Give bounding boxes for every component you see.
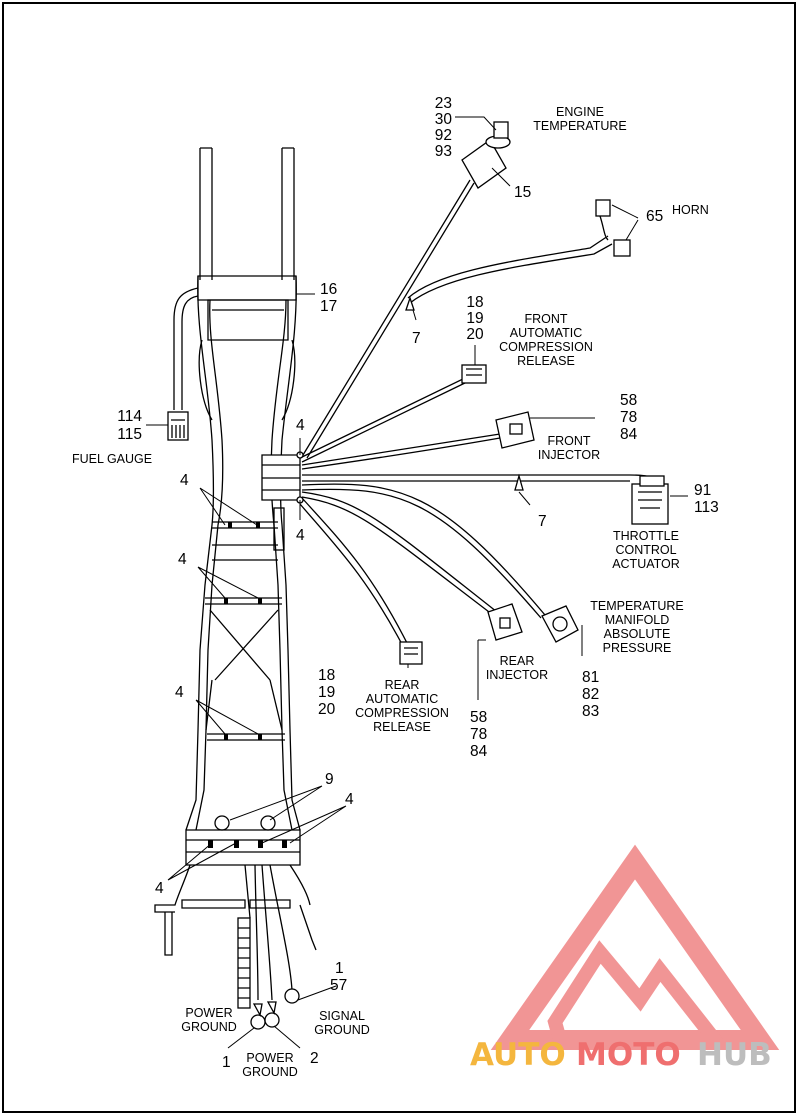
rear-acr-connector-icon <box>399 641 423 665</box>
rear-acr-part-number: 20 <box>318 701 336 718</box>
watermark-hub: HUB <box>697 1037 772 1073</box>
fuel-gauge-part-number: 114 <box>117 408 142 425</box>
power-ground-caption: POWER <box>246 1051 293 1065</box>
rear-acr-caption: REAR <box>385 678 420 692</box>
rear-injector-part-number: 58 <box>470 709 487 726</box>
tmap-part-number: 83 <box>582 703 599 720</box>
engine-temp-caption: ENGINE <box>556 105 604 119</box>
engine-temp-part-number: 30 <box>435 111 453 128</box>
front-injector-caption: INJECTOR <box>538 448 600 462</box>
strap-part-number: 4 <box>178 551 187 568</box>
tmap-part-number: 82 <box>582 686 599 703</box>
power-ground-caption: POWER <box>185 1006 232 1020</box>
fuel-gauge-harness <box>167 287 199 441</box>
callout-labels: 23 30 92 93 ENGINE TEMPERATURE 15 65 HOR… <box>72 95 719 1079</box>
tmap-caption: PRESSURE <box>603 641 672 655</box>
front-injector-part-number: 84 <box>620 426 638 443</box>
frame-part-number: 17 <box>320 298 337 315</box>
front-acr-part-number: 20 <box>466 326 484 343</box>
clip-part-number: 7 <box>538 513 547 530</box>
frame-chassis <box>154 147 311 956</box>
watermark-auto: AUTO <box>470 1037 566 1073</box>
engine-temp-part-number: 92 <box>435 127 452 144</box>
signal-ground-part-number: 57 <box>330 977 347 994</box>
rear-injector-caption: REAR <box>500 654 535 668</box>
rear-acr-part-number: 18 <box>318 667 335 684</box>
engine-temp-caption: TEMPERATURE <box>533 119 627 133</box>
rear-acr-caption: AUTOMATIC <box>366 692 438 706</box>
rear-acr-part-number: 19 <box>318 684 335 701</box>
fuel-gauge-part-number: 115 <box>117 426 142 443</box>
signal-ground-caption: GROUND <box>314 1023 370 1037</box>
front-acr-caption: RELEASE <box>517 354 575 368</box>
throttle-part-number: 91 <box>694 482 711 499</box>
power-ground-part-number: 1 <box>222 1054 231 1071</box>
horn-caption: HORN <box>672 203 709 217</box>
fuel-gauge-caption: FUEL GAUGE <box>72 452 152 466</box>
strap-part-number: 4 <box>180 472 189 489</box>
harness-clips <box>208 522 287 848</box>
power-ground-part-number: 2 <box>310 1050 319 1067</box>
rear-injector-caption: INJECTOR <box>486 668 548 682</box>
front-acr-caption: FRONT <box>524 312 567 326</box>
throttle-part-number: 113 <box>694 499 719 516</box>
rear-injector-connector-icon <box>487 603 523 641</box>
power-ground-caption: GROUND <box>181 1020 237 1034</box>
throttle-actuator-connector-icon <box>631 475 669 525</box>
engine-temperature-sensor-icon <box>461 121 511 189</box>
tmap-connector-icon <box>541 605 579 643</box>
strap-part-number: 4 <box>345 791 354 808</box>
automotohub-watermark: AUTO MOTO HUB <box>470 1037 772 1073</box>
power-ground-caption: GROUND <box>242 1065 298 1079</box>
rear-acr-caption: RELEASE <box>373 720 431 734</box>
throttle-caption: THROTTLE <box>613 529 679 543</box>
strap-part-number: 4 <box>296 417 305 434</box>
clip-part-number: 7 <box>412 330 421 347</box>
engine-temp-part-number: 23 <box>435 95 452 112</box>
front-injector-part-number: 78 <box>620 409 637 426</box>
rear-acr-caption: COMPRESSION <box>355 706 449 720</box>
tmap-caption: MANIFOLD <box>605 613 670 627</box>
horn-connector-icon <box>595 199 631 257</box>
engine-temp-part-number: 93 <box>435 143 452 160</box>
harness-branches <box>261 179 661 649</box>
front-injector-part-number: 58 <box>620 392 637 409</box>
frame-part-number: 16 <box>320 281 337 298</box>
throttle-caption: ACTUATOR <box>612 557 680 571</box>
ground-leads <box>237 864 317 1030</box>
front-acr-caption: COMPRESSION <box>499 340 593 354</box>
strap-part-number: 4 <box>175 684 184 701</box>
signal-ground-part-number: 1 <box>335 960 344 977</box>
automotohub-logo <box>490 844 780 1050</box>
connectors <box>399 121 669 665</box>
leader-lines <box>146 116 688 1049</box>
strap-part-number: 4 <box>155 880 164 897</box>
front-acr-caption: AUTOMATIC <box>510 326 582 340</box>
tmap-part-number: 81 <box>582 669 599 686</box>
tmap-caption: ABSOLUTE <box>604 627 671 641</box>
front-injector-connector-icon <box>495 411 535 449</box>
throttle-caption: CONTROL <box>615 543 676 557</box>
front-acr-connector-icon <box>461 364 487 384</box>
grommet-part-number: 9 <box>325 771 334 788</box>
front-acr-part-number: 19 <box>466 310 483 327</box>
horn-part-number: 65 <box>646 208 663 225</box>
watermark-moto: MOTO <box>576 1037 681 1073</box>
front-acr-part-number: 18 <box>466 294 483 311</box>
front-injector-caption: FRONT <box>547 434 590 448</box>
sensor-part-number: 15 <box>514 184 531 201</box>
strap-part-number: 4 <box>296 527 305 544</box>
rear-injector-part-number: 84 <box>470 743 488 760</box>
rear-injector-part-number: 78 <box>470 726 487 743</box>
signal-ground-caption: SIGNAL <box>319 1009 365 1023</box>
tmap-caption: TEMPERATURE <box>590 599 684 613</box>
